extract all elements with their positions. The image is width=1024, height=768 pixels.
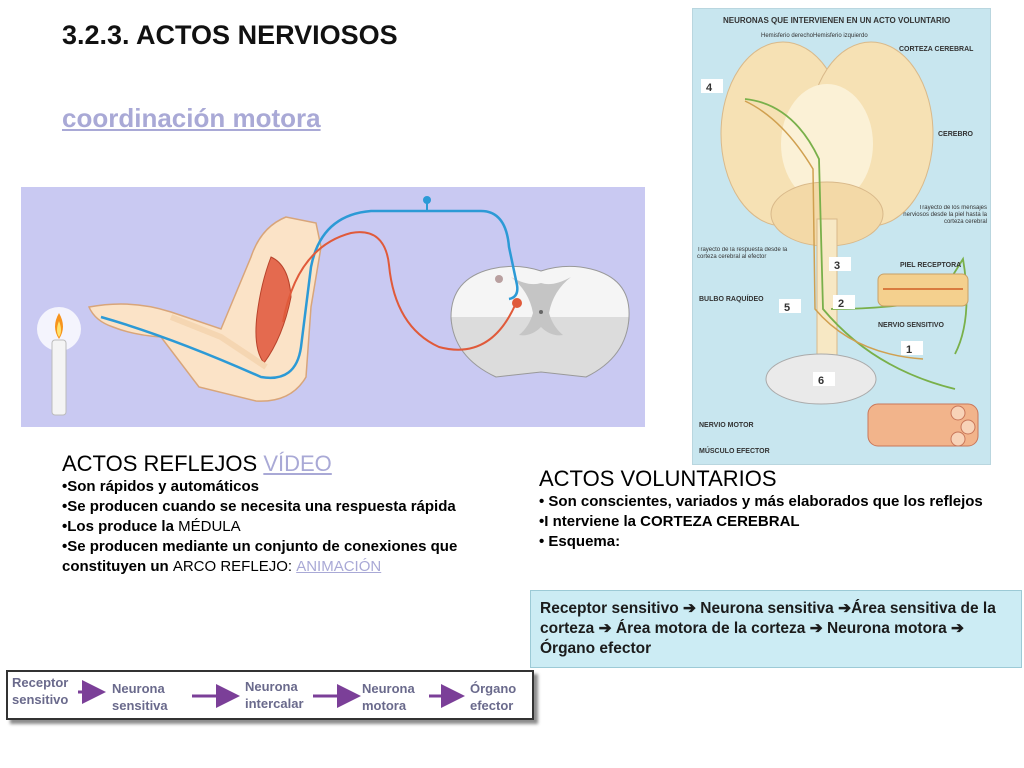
voluntarios-bullet-3: • Esquema: [539,533,621,550]
motor-nerve-path [282,231,517,351]
skin-receptor-illustration [877,273,969,307]
reflejos-bullet-2: •Se producen cuando se necesita una resp… [62,498,456,515]
voluntary-act-diagram: NEURONAS QUE INTERVIENEN EN UN ACTO VOLU… [692,8,991,465]
number-1: 1 [906,344,912,356]
number-6: 6 [818,375,824,387]
actos-reflejos-heading: ACTOS REFLEJOS [62,451,258,476]
animacion-link[interactable]: ANIMACIÓN [296,558,382,575]
diagram-heading: NEURONAS QUE INTERVIENEN EN UN ACTO VOLU… [723,16,950,25]
reflejos-bullet-1: •Son rápidos y automáticos [62,478,259,495]
svg-text:Hemisferio derecho: Hemisferio derecho [761,33,814,39]
arm-illustration [87,216,322,402]
candle-icon [37,307,81,416]
reflejos-bullet-3: •Los produce la MÉDULA [62,518,241,535]
svg-text:NERVIO SENSITIVO: NERVIO SENSITIVO [878,322,945,329]
svg-text:NERVIO MOTOR: NERVIO MOTOR [699,422,754,429]
svg-text:Hemisferio izquierdo: Hemisferio izquierdo [813,33,868,39]
voluntarios-bullet-2: •I nterviene la CORTEZA CEREBRAL [539,513,800,530]
chain-arrows [78,680,465,708]
svg-text:CEREBRO: CEREBRO [938,131,974,138]
spinal-cord-section [450,265,630,378]
coordinacion-motora-link[interactable]: coordinación motora [62,103,321,133]
svg-text:BULBO RAQUÍDEO: BULBO RAQUÍDEO [699,294,764,303]
svg-text:PIEL RECEPTORA: PIEL RECEPTORA [900,262,961,269]
number-4: 4 [706,82,713,94]
actos-voluntarios-heading: ACTOS VOLUNTARIOS [539,466,777,491]
sensory-nerve-path [100,209,519,380]
actos-reflejos-section: ACTOS REFLEJOS VÍDEO •Son rápidos y auto… [62,451,492,577]
number-5: 5 [784,302,790,314]
reflejos-bullet-4: •Se producen mediante un conjunto de con… [62,538,458,575]
voluntarios-bullet-1: • Son conscientes, variados y más elabor… [539,493,983,510]
number-2: 2 [838,298,844,310]
video-link[interactable]: VÍDEO [263,451,332,476]
actos-voluntarios-section: ACTOS VOLUNTARIOS • Son conscientes, var… [539,466,989,552]
number-3: 3 [834,260,840,272]
svg-text:CORTEZA CEREBRAL: CORTEZA CEREBRAL [899,46,974,53]
esquema-box: Receptor sensitivo ➔ Neurona sensitiva ➔… [530,590,1022,668]
muscle-illustration [867,403,979,447]
reflex-arc-illustration [21,187,645,427]
slide-title: 3.2.3. ACTOS NERVIOSOS [62,20,398,50]
svg-text:MÚSCULO EFECTOR: MÚSCULO EFECTOR [699,446,770,455]
